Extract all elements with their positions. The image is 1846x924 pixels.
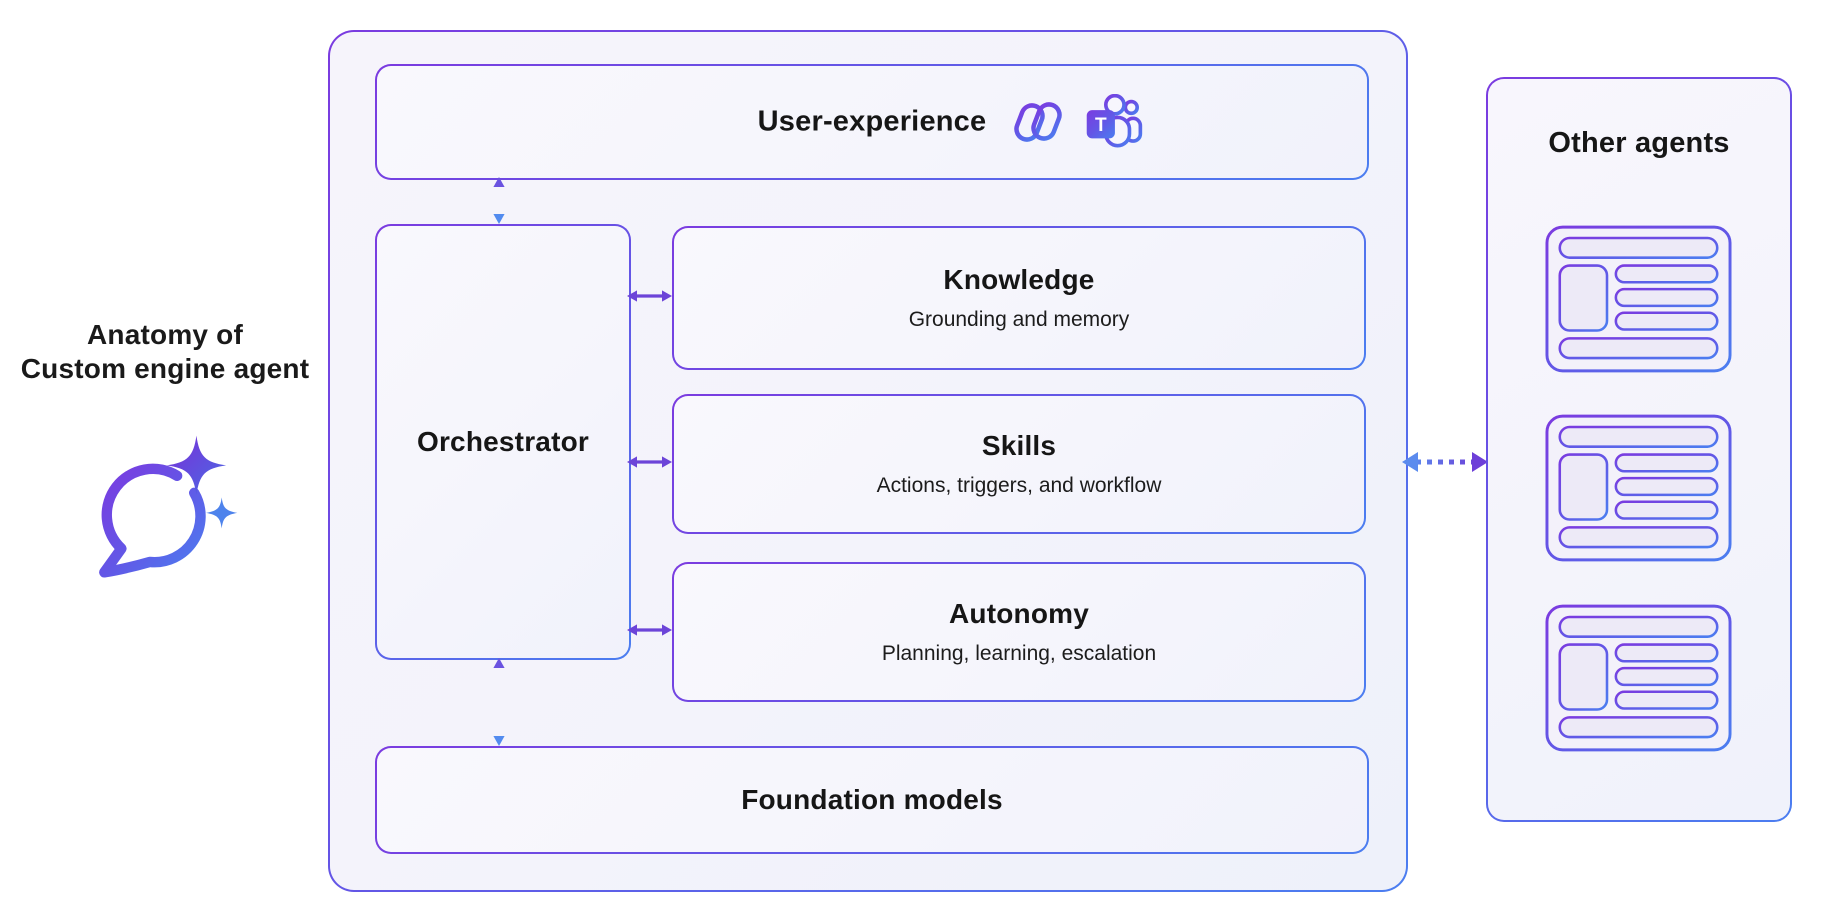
user-experience-icons: T xyxy=(1012,94,1144,150)
diagram-title: Anatomy of Custom engine agent xyxy=(15,318,315,386)
agent-card-icon xyxy=(1545,414,1732,562)
teams-letter: T xyxy=(1095,115,1107,136)
skills-box: Skills Actions, triggers, and workflow xyxy=(672,394,1366,534)
agent-card-icon xyxy=(1545,604,1732,752)
diagram-title-line1: Anatomy of xyxy=(87,319,243,350)
ux-orchestrator-arrow xyxy=(493,177,505,224)
skills-title: Skills xyxy=(981,430,1057,461)
orchestrator-label: Orchestrator xyxy=(416,426,589,457)
other-agents-panel: Other agents xyxy=(1486,77,1792,822)
foundation-models-label: Foundation models xyxy=(741,784,1003,815)
agent-card-icon xyxy=(1545,225,1732,373)
orchestrator-knowledge-arrow xyxy=(627,290,672,302)
autonomy-box: Autonomy Planning, learning, escalation xyxy=(672,562,1366,702)
foundation-models-box: Foundation models xyxy=(375,746,1369,854)
custom-engine-agent-container: User-experience T xyxy=(328,30,1408,892)
orchestrator-box: Orchestrator xyxy=(375,224,631,660)
autonomy-subtitle: Planning, learning, escalation xyxy=(881,642,1157,665)
diagram-title-line2: Custom engine agent xyxy=(20,353,310,385)
copilot-chat-sparkle-icon xyxy=(99,435,238,578)
orchestrator-autonomy-arrow xyxy=(627,624,672,636)
knowledge-subtitle: Grounding and memory xyxy=(908,308,1130,331)
user-experience-label: User-experience xyxy=(757,105,987,138)
user-experience-box: User-experience T xyxy=(375,64,1369,180)
big-sparkle xyxy=(166,435,227,496)
other-agents-title: Other agents xyxy=(1548,127,1730,159)
knowledge-title: Knowledge xyxy=(943,264,1095,295)
knowledge-box: Knowledge Grounding and memory xyxy=(672,226,1366,370)
agents-dotted-arrow xyxy=(1402,452,1488,472)
teams-icon: T xyxy=(1086,94,1143,148)
autonomy-title: Autonomy xyxy=(948,598,1090,629)
orchestrator-foundation-arrow xyxy=(493,658,505,746)
small-sparkle xyxy=(206,497,238,529)
skills-subtitle: Actions, triggers, and workflow xyxy=(876,474,1162,497)
orchestrator-skills-arrow xyxy=(627,456,672,468)
copilot-icon xyxy=(1014,102,1062,142)
